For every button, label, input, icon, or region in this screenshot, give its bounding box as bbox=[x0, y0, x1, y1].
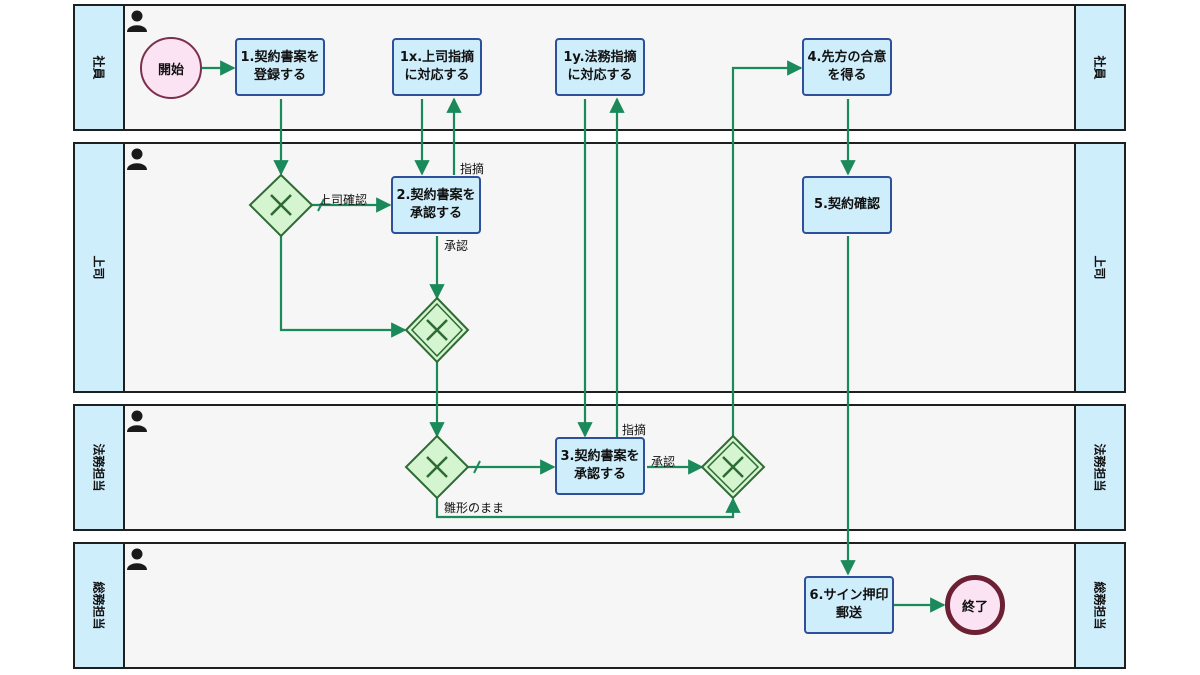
task-sign-stamp-mail[interactable]: 6.サイン押印 郵送 bbox=[804, 576, 894, 634]
person-icon bbox=[127, 10, 147, 32]
edge-label-boss-check: 上司確認 bbox=[319, 193, 368, 207]
task-handle-boss-comments[interactable]: 1x.上司指摘 に対応する bbox=[392, 38, 482, 96]
gateway-exclusive-legal-merge bbox=[700, 434, 766, 500]
lane-label-legal: 法務担当 bbox=[75, 406, 125, 529]
edge-label-boss-approve: 承認 bbox=[444, 239, 469, 253]
lane-label-general-right: 総務担当 bbox=[1074, 544, 1124, 667]
end-event[interactable]: 終了 bbox=[945, 575, 1005, 635]
flow-g3-to-g4 bbox=[435, 497, 741, 519]
task-register-contract-draft[interactable]: 1.契約書案を 登録する bbox=[235, 38, 325, 96]
start-event[interactable]: 開始 bbox=[140, 37, 202, 99]
lane-label-boss: 上司 bbox=[75, 144, 125, 391]
default-flow-markers bbox=[317, 198, 481, 474]
gateway-exclusive-boss-split bbox=[248, 173, 314, 238]
person-icon bbox=[127, 410, 147, 432]
task-contract-confirmation[interactable]: 5.契約確認 bbox=[802, 176, 892, 234]
lane-label-employee: 社員 bbox=[75, 6, 125, 129]
lane-label-boss-right: 上司 bbox=[1074, 144, 1124, 391]
task-handle-legal-comments[interactable]: 1y.法務指摘 に対応する bbox=[555, 38, 645, 96]
task-boss-approve-draft[interactable]: 2.契約書案を 承認する bbox=[391, 176, 481, 234]
task-legal-approve-draft[interactable]: 3.契約書案を 承認する bbox=[555, 437, 645, 495]
gateway-exclusive-boss-merge bbox=[404, 296, 470, 364]
person-icon bbox=[127, 548, 147, 570]
edge-label-template-as-is: 雛形のまま bbox=[444, 501, 505, 515]
task-get-counterparty-agreement[interactable]: 4.先方の合意 を得る bbox=[802, 38, 892, 96]
edge-label-boss-point: 指摘 bbox=[460, 162, 485, 176]
flow-g4-to-t4 bbox=[731, 60, 803, 437]
lane-boss: 上司 上司 bbox=[73, 142, 1126, 393]
lane-label-employee-right: 社員 bbox=[1074, 6, 1124, 129]
edge-label-legal-approve: 承認 bbox=[651, 455, 676, 469]
person-icon bbox=[127, 148, 147, 170]
lane-label-general: 総務担当 bbox=[75, 544, 125, 667]
lane-label-legal-right: 法務担当 bbox=[1074, 406, 1124, 529]
gateway-exclusive-legal-split bbox=[404, 434, 470, 500]
flow-g1-to-g2 bbox=[279, 236, 407, 338]
edge-label-legal-point: 指摘 bbox=[622, 423, 647, 437]
